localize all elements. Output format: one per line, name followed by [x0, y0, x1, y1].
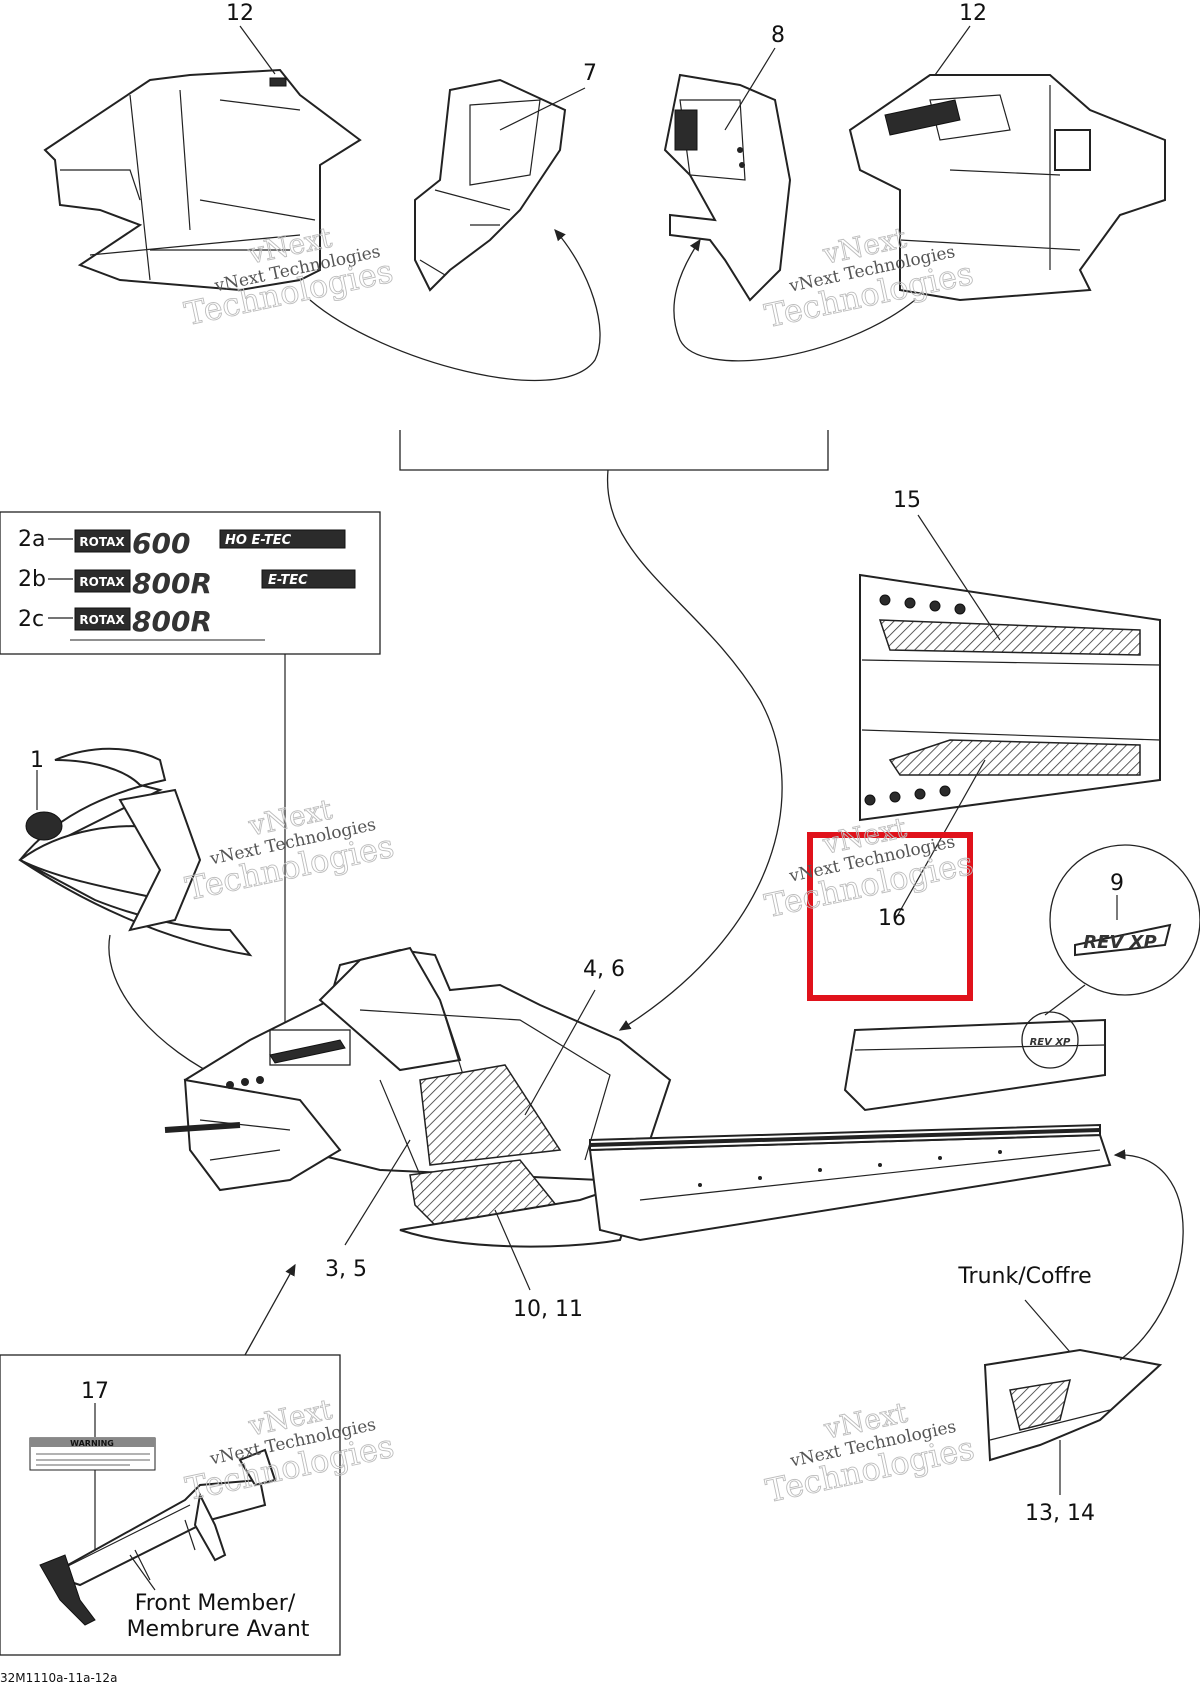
callout-4-6: 4, 6 — [583, 957, 625, 982]
hood-nose — [18, 747, 253, 957]
callout-2a: 2a — [18, 527, 45, 552]
watermark-bottom-right: vNext vNext Technologies Technologies — [762, 1395, 978, 1510]
callout-9: 9 — [1110, 871, 1124, 896]
trunk-part — [983, 1348, 1163, 1462]
rev-xp-badge-detail: REV XP — [1049, 844, 1200, 996]
running-board-plate — [859, 573, 1161, 822]
decal-brand-text: ROTAX — [79, 535, 125, 549]
callout-12-right: 12 — [959, 1, 987, 26]
front-member-part — [39, 1448, 277, 1626]
figure-code: 32M1110a-11a-12a — [0, 1671, 117, 1685]
decal-rotax-600: ROTAX 600 HO E-TEC — [74, 527, 346, 560]
callout-2b: 2b — [18, 567, 46, 592]
front-member-label-line1: Front Member/ — [135, 1591, 296, 1616]
tunnel-rail — [588, 1123, 1112, 1242]
callout-15: 15 — [893, 488, 921, 513]
decal-rotax-800r-etec: ROTAX 800R E-TEC — [74, 567, 356, 600]
main-sled-body — [164, 946, 672, 1248]
callout-10-11: 10, 11 — [513, 1297, 583, 1322]
decal-rotax-800r: ROTAX 800R — [70, 605, 265, 641]
callout-17: 17 — [81, 1379, 109, 1404]
left-panel-insert — [414, 78, 567, 292]
warning-label: WARNING — [29, 1437, 156, 1471]
watermark-bottom-left: vNext vNext Technologies Technologies — [182, 1392, 398, 1508]
decal-model-text: 600 — [132, 527, 190, 560]
decal-suffix-text: HO E-TEC — [225, 533, 292, 548]
trunk-label: Trunk/Coffre — [957, 1264, 1091, 1289]
callout-3-5: 3, 5 — [325, 1257, 367, 1282]
decal-model-text: 800R — [132, 605, 212, 638]
callout-7: 7 — [583, 61, 597, 86]
decal-suffix-text: E-TEC — [268, 573, 308, 588]
rev-xp-small-text: REV XP — [1030, 1037, 1071, 1048]
warning-title-text: WARNING — [70, 1439, 114, 1448]
front-member-label-line2: Membrure Avant — [127, 1617, 310, 1642]
side-rail-decal-strip: REV XP — [843, 1011, 1106, 1112]
rev-xp-text: REV XP — [1083, 932, 1156, 953]
decal-model-text: 800R — [132, 567, 212, 600]
left-side-panel — [43, 68, 362, 292]
callout-12-left: 12 — [226, 1, 254, 26]
right-panel-insert — [663, 73, 792, 302]
callout-1: 1 — [30, 748, 44, 773]
decal-brand-text: ROTAX — [79, 613, 125, 627]
callout-2c: 2c — [18, 607, 44, 632]
callout-8: 8 — [771, 23, 785, 48]
right-side-panel — [848, 74, 1166, 302]
callout-13-14: 13, 14 — [1025, 1501, 1095, 1526]
highlight-box — [807, 832, 973, 1001]
engine-decal-box — [0, 511, 381, 655]
front-member-box — [0, 1354, 341, 1656]
callout-16: 16 — [878, 906, 906, 931]
decal-brand-text: ROTAX — [79, 575, 125, 589]
